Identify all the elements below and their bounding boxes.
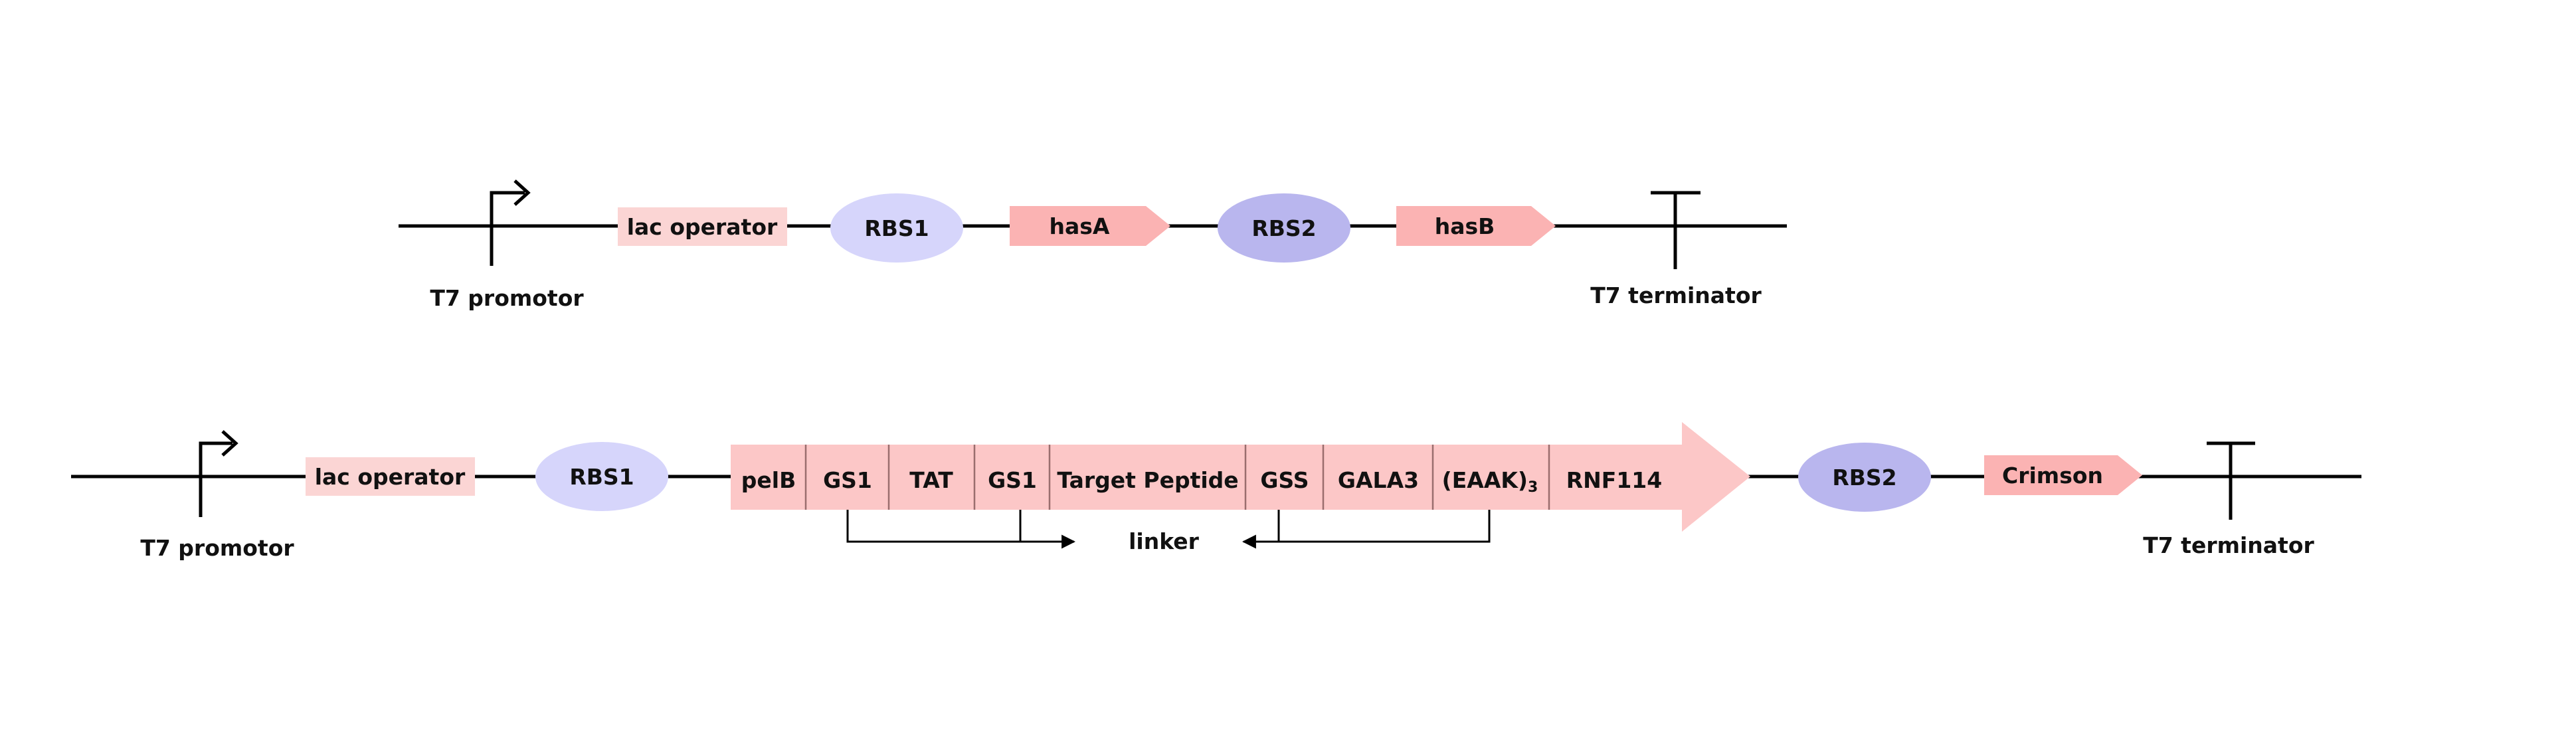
- rbs1-ellipse: [535, 442, 668, 511]
- t7-promoter-label: T7 promotor: [140, 535, 294, 561]
- rbs2-label: RBS2: [1832, 465, 1896, 490]
- segment-dividers: [804, 445, 1550, 510]
- linker-bracket-right: [1242, 510, 1491, 549]
- t7-promoter-symbol: [490, 179, 531, 266]
- fusion-segment-labels: pelB GS1 TAT GS1 Target Peptide GSS GALA…: [741, 467, 1662, 496]
- t7-terminator-label: T7 terminator: [1590, 282, 1762, 308]
- linker-bracket-left: [846, 510, 1076, 549]
- t7-terminator-label: T7 terminator: [2143, 532, 2314, 558]
- hasA-gene-arrow: [1010, 206, 1170, 246]
- rbs2-ellipse: [1218, 193, 1350, 263]
- segment-eaak-subscript: 3: [1528, 479, 1538, 496]
- t7-terminator-symbol: [1651, 191, 1701, 269]
- t7-promoter-label: T7 promotor: [430, 285, 584, 311]
- rbs2-label: RBS2: [1251, 215, 1316, 241]
- hasB-label: hasB: [1435, 213, 1495, 239]
- segment-gss: GSS: [1260, 467, 1309, 493]
- construct-row-2: T7 promotor lac operator RBS1 pelB GS1 T…: [71, 422, 2361, 561]
- linker-label: linker: [1129, 528, 1200, 554]
- segment-eaak-text: (EAAK): [1442, 467, 1528, 493]
- segment-target-peptide: Target Peptide: [1057, 467, 1238, 493]
- lac-operator-label: lac operator: [315, 464, 466, 490]
- hasB-gene-arrow: [1396, 206, 1556, 246]
- crimson-gene-arrow: [1984, 455, 2142, 495]
- rbs1-label: RBS1: [569, 464, 634, 490]
- lac-operator-label: lac operator: [627, 214, 778, 240]
- segment-rnf114: RNF114: [1566, 467, 1662, 493]
- segment-tat: TAT: [909, 467, 953, 493]
- segment-pelB: pelB: [741, 467, 796, 493]
- fusion-protein-arrow: [731, 422, 1750, 532]
- lac-operator-box: [618, 207, 787, 246]
- segment-eaak3: (EAAK)3: [1442, 467, 1538, 496]
- segment-gs1-second: GS1: [988, 467, 1037, 493]
- rbs2-ellipse: [1798, 443, 1931, 512]
- segment-gs1-first: GS1: [823, 467, 872, 493]
- segment-gala3: GALA3: [1338, 467, 1419, 493]
- construct-row-1: T7 promotor lac operator RBS1 hasA RBS2 …: [399, 179, 1787, 311]
- t7-promoter-symbol: [199, 430, 238, 517]
- rbs1-label: RBS1: [864, 215, 929, 241]
- lac-operator-box: [306, 457, 475, 496]
- hasA-label: hasA: [1050, 213, 1110, 239]
- t7-terminator-symbol: [2207, 441, 2255, 520]
- rbs1-ellipse: [830, 193, 963, 263]
- crimson-label: Crimson: [2002, 463, 2103, 488]
